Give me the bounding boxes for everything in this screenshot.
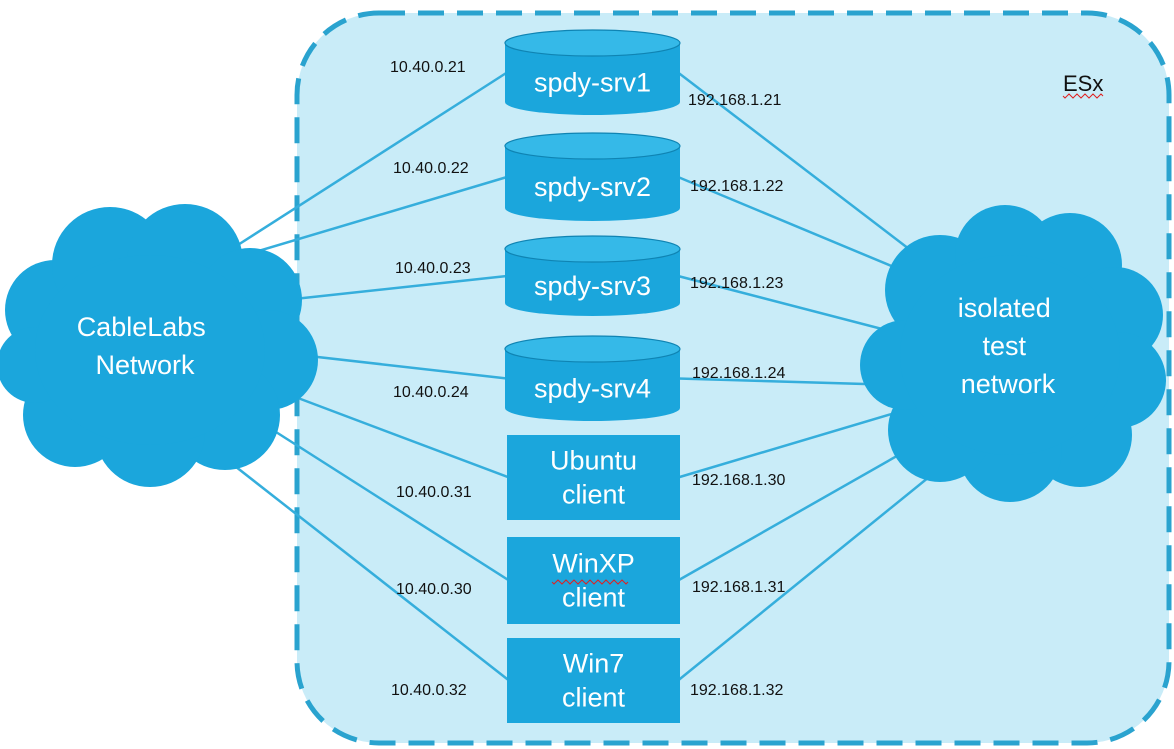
box-body <box>507 638 680 723</box>
node-label-spdy-srv3-1: spdy-srv3 <box>534 271 651 301</box>
link-left-win7-client <box>207 444 510 682</box>
right-ip-ubuntu-client: 192.168.1.30 <box>692 472 786 489</box>
node-spdy-srv4: spdy-srv4 <box>504 335 681 422</box>
box-body <box>507 435 680 520</box>
right-ip-spdy-srv4: 192.168.1.24 <box>692 365 786 382</box>
cloud-right-line-2: test <box>982 331 1026 361</box>
node-winxp-client: WinXP client <box>507 537 680 624</box>
right-ip-winxp-client: 192.168.1.31 <box>692 579 786 596</box>
right-ip-win7-client: 192.168.1.32 <box>690 682 784 699</box>
node-spdy-srv3: spdy-srv3 <box>504 235 681 316</box>
right-ip-spdy-srv3: 192.168.1.23 <box>690 275 784 292</box>
node-spdy-srv2: spdy-srv2 <box>504 132 681 221</box>
node-label-spdy-srv2-1: spdy-srv2 <box>534 172 651 202</box>
link-left-spdy-srv1 <box>229 71 508 252</box>
link-right-spdy-srv2 <box>677 175 926 282</box>
cloud-right-line-3: network <box>961 369 1056 399</box>
node-label-win7-client-2: client <box>562 683 626 713</box>
node-label-win7-client-1: Win7 <box>563 649 625 679</box>
left-ip-winxp-client: 10.40.0.30 <box>396 581 472 598</box>
spellcheck-squiggle-esx <box>1062 93 1104 99</box>
left-ip-spdy-srv4: 10.40.0.24 <box>393 384 469 401</box>
svg-text:CableLabs Network: CableLabs Network <box>77 312 214 380</box>
cylinder-body <box>505 43 680 116</box>
left-ip-spdy-srv2: 10.40.0.22 <box>393 160 469 177</box>
node-label-spdy-srv1-1: spdy-srv1 <box>534 68 651 98</box>
node-spdy-srv1: spdy-srv1 <box>504 29 681 116</box>
cloud-right-line-1: isolated <box>958 293 1051 323</box>
link-left-ubuntu-client <box>289 393 510 479</box>
cylinder-body <box>505 249 680 316</box>
link-right-spdy-srv4 <box>677 377 901 387</box>
box-body <box>507 537 680 624</box>
ip-label-layer: 10.40.0.21 192.168.1.21 10.40.0.22 192.168.… <box>390 59 1104 699</box>
link-right-spdy-srv1 <box>677 71 931 266</box>
left-ip-spdy-srv3: 10.40.0.23 <box>395 260 471 277</box>
cylinder-top <box>504 235 681 263</box>
left-ip-win7-client: 10.40.0.32 <box>391 682 467 699</box>
svg-text:isolated test netw: isolated test network <box>958 293 1059 399</box>
node-label-winxp-client-1: WinXP <box>552 549 635 579</box>
link-layer <box>207 71 951 682</box>
link-left-spdy-srv4 <box>299 353 508 380</box>
link-right-winxp-client <box>677 438 926 582</box>
node-label-spdy-srv4-1: spdy-srv4 <box>534 374 651 404</box>
esx-label: ESx <box>1063 71 1103 96</box>
node-label-ubuntu-client-2: client <box>562 480 626 510</box>
link-left-spdy-srv2 <box>244 175 508 257</box>
node-ubuntu-client: Ubuntu client <box>507 435 680 520</box>
cloud-left-line-1: CableLabs <box>77 312 206 342</box>
link-right-win7-client <box>677 459 951 682</box>
node-layer: spdy-srv1 spdy-srv2 spdy-srv3 spdy-srv4Ubun… <box>504 29 681 723</box>
isolated-test-network-cloud: isolated test network <box>860 205 1166 502</box>
cylinder-top <box>504 29 681 57</box>
node-label-winxp-client-2: client <box>562 583 626 613</box>
cylinder-top <box>504 132 681 160</box>
node-win7-client: Win7 client <box>507 638 680 723</box>
left-ip-spdy-srv1: 10.40.0.21 <box>390 59 466 76</box>
cylinder-body <box>505 349 680 422</box>
cylinder-top <box>504 335 681 363</box>
right-ip-spdy-srv2: 192.168.1.22 <box>690 178 784 195</box>
link-right-spdy-srv3 <box>677 274 906 337</box>
spellcheck-squiggle-winxp <box>551 579 629 585</box>
link-right-ubuntu-client <box>677 408 906 479</box>
right-ip-spdy-srv1: 192.168.1.21 <box>688 92 782 109</box>
link-left-winxp-client <box>264 423 510 582</box>
left-ip-ubuntu-client: 10.40.0.31 <box>396 484 472 501</box>
node-label-ubuntu-client-1: Ubuntu <box>550 446 637 476</box>
cloud-left-line-2: Network <box>95 350 195 380</box>
cablelabs-network-cloud: CableLabs Network <box>0 204 318 487</box>
cylinder-body <box>505 146 680 221</box>
link-left-spdy-srv3 <box>284 274 508 302</box>
